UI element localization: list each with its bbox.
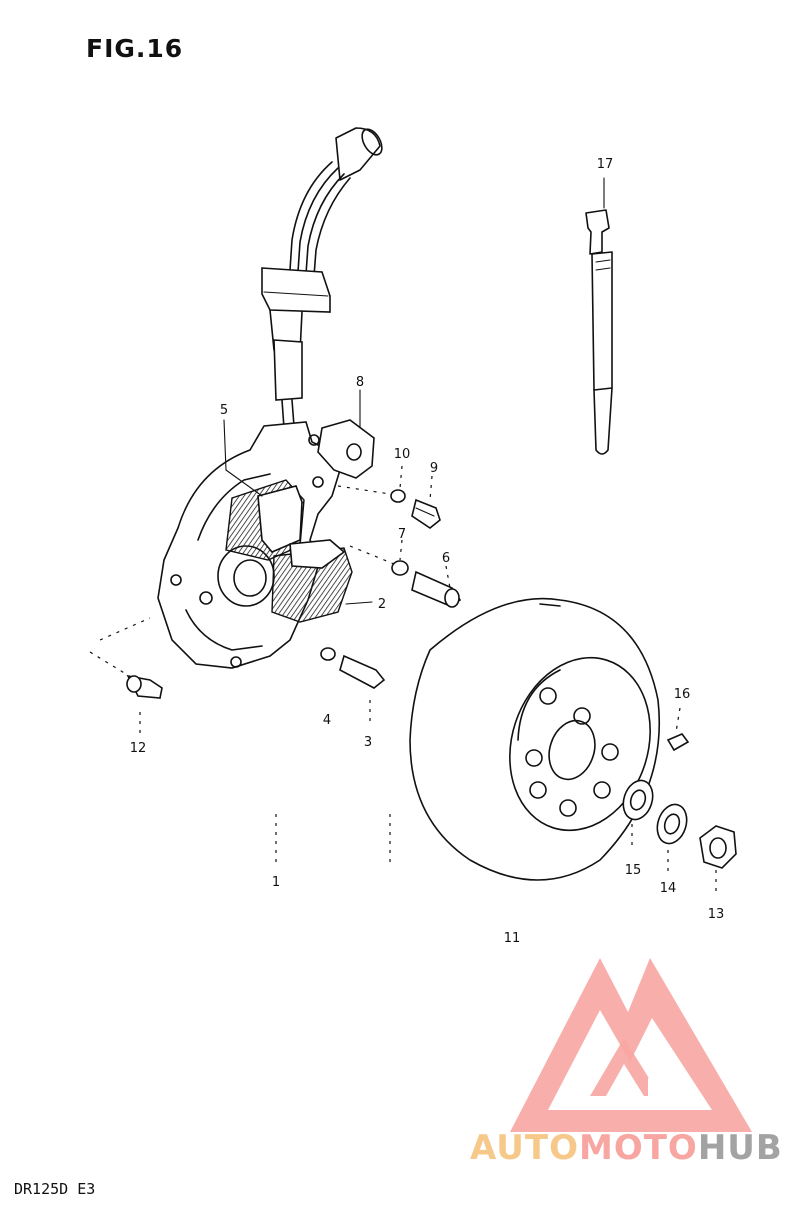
label-4: 4 — [323, 713, 331, 728]
label-7: 7 — [398, 527, 406, 542]
leader-lines — [89, 389, 717, 896]
automotohub-watermark-logo — [510, 958, 752, 1132]
rod-tool-part — [585, 177, 613, 455]
fasteners — [126, 489, 462, 699]
label-3: 3 — [364, 735, 372, 750]
stator-plate-assembly — [157, 419, 375, 669]
label-16: 16 — [674, 687, 691, 702]
label-10: 10 — [394, 447, 411, 462]
label-15: 15 — [625, 863, 642, 878]
model-code-footer: DR125D E3 — [14, 1180, 96, 1198]
label-8: 8 — [356, 375, 364, 390]
label-12: 12 — [130, 741, 147, 756]
flywheel-rotor — [409, 597, 661, 881]
label-13: 13 — [708, 907, 725, 922]
label-11: 11 — [504, 931, 521, 946]
label-9: 9 — [430, 461, 438, 476]
rotor-hardware — [622, 733, 737, 869]
figure-title: FIG.16 — [86, 34, 184, 63]
label-1: 1 — [272, 875, 280, 890]
label-14: 14 — [660, 881, 677, 896]
label-5: 5 — [220, 403, 228, 418]
brand-auto: AUTO — [470, 1128, 579, 1168]
watermark-brand-text: AUTOMOTOHUB — [470, 1128, 783, 1168]
label-2: 2 — [378, 597, 386, 612]
label-6: 6 — [442, 551, 450, 566]
label-17: 17 — [597, 157, 614, 172]
brand-moto: MOTO — [578, 1128, 698, 1168]
brand-hub: HUB — [697, 1128, 783, 1168]
wiring-harness — [261, 127, 383, 429]
part-number-labels: 17 8 5 10 9 7 6 2 16 4 3 12 15 1 14 13 1… — [130, 157, 725, 946]
